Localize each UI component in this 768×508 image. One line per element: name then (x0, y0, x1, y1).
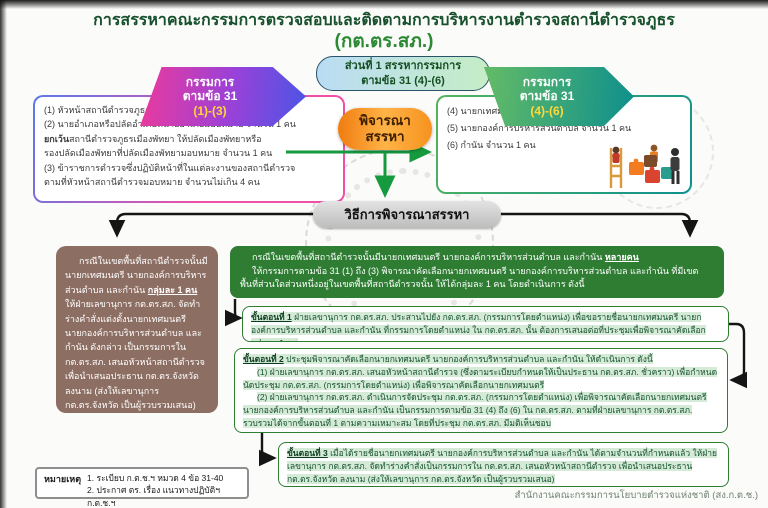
puzzle-people-illustration (609, 144, 680, 188)
step-1-box: ขั้นตอนที่ 1 ฝ่ายเลขานุการ กต.ตร.สภ. ประ… (242, 306, 729, 342)
multiple-candidate-case-box: กรณีในเขตพื้นที่สถานีตำรวจนั้นมีนายกเทศม… (230, 246, 724, 298)
step-1-body: ฝ่ายเลขานุการ กต.ตร.สภ. ประสานไปยัง กต.ต… (251, 312, 706, 335)
section-badge: ส่วนที่ 1 สรรหากรรมการ ตามข้อ 31 (4)-(6) (316, 56, 490, 91)
list-line: (3) ข้าราชการตำรวจซึ่งปฏิบัติหน้าที่ในแต… (44, 162, 296, 173)
multi-case-detail: ให้กรรมการตามข้อ 31 (1) ถึง (3) พิจารณาค… (240, 265, 699, 290)
note-lines: 1. ระเบียบ ก.ต.ช.ฯ หมวด 4 ข้อ 31-40 2. ป… (87, 472, 240, 508)
multi-case-part1: กรณีในเขตพื้นที่สถานีตำรวจนั้นมีนายกเทศม… (252, 252, 605, 262)
note-label: หมายเหตุ (44, 474, 82, 484)
step-3-highlight: ขั้นตอนที่ 3 เมื่อได้รายชื่อนายกเทศมนตรี… (287, 448, 718, 484)
note-line-2: 2. ประกาศ ตร. เรื่อง แนวทางปฏิบัติฯ ก.ต.… (87, 485, 220, 508)
step-3-label: ขั้นตอนที่ 3 (287, 448, 328, 458)
banner-line: ตามข้อ 31 (182, 89, 238, 104)
multi-case-keyword: หลายคน (604, 252, 639, 262)
method-pill: วิธีการพิจารณาสรรหา (313, 201, 501, 228)
arrow-multi-case-to-step1 (224, 299, 243, 327)
list-line: รองปลัดเมืองพัทยาที่ปลัดเมืองพัทยามอบหมา… (44, 148, 273, 159)
note-box: หมายเหตุ 1. ระเบียบ ก.ต.ช.ฯ หมวด 4 ข้อ 3… (35, 467, 249, 508)
exception-text: สถานีตำรวจภูธรเมืองพัทยา ให้ปลัดเมืองพัท… (69, 133, 262, 144)
step-3-box: ขั้นตอนที่ 3 เมื่อได้รายชื่อนายกเทศมนตรี… (278, 442, 729, 487)
photo-edge-left (0, 0, 7, 508)
step-3-text: ขั้นตอนที่ 3 เมื่อได้รายชื่อนายกเทศมนตรี… (287, 447, 720, 485)
page-subtitle: (กต.ตร.สภ.) (334, 31, 434, 52)
photo-edge-top (0, 0, 768, 9)
single-case-keyword: กลุ่มละ 1 คน (147, 284, 198, 295)
step-1-label: ขั้นตอนที่ 1 (251, 312, 292, 322)
arrow-method-to-single-case (108, 212, 315, 238)
single-case-part2: ให้ฝ่ายเลขานุการ กต.ตร.สภ. จัดทำร่างคำสั… (65, 299, 205, 410)
banner-range: (4)-(6) (530, 103, 564, 118)
step-2-highlight: ขั้นตอนที่ 2 ประชุมพิจารณาคัดเลือกนายกเท… (243, 354, 653, 364)
single-case-part1: กรณีในเขตพื้นที่สถานีตำรวจนั้นมีนายกเทศม… (65, 256, 208, 295)
step-2-sub2-text: (2) ฝ่ายเลขานุการ กต.ตร.สภ. ดำเนินการจัด… (243, 392, 707, 428)
list-line: ตามที่หัวหน้าสถานีตำรวจมอบหมาย จำนวนไม่เ… (44, 176, 260, 187)
arrow-step1-to-step2 (729, 322, 748, 389)
committee-1-3-banner: กรรมการ ตามข้อ 31 (1)-(3) (140, 67, 306, 126)
step-2-sub1-text: (1) ฝ่ายเลขานุการ กต.ตร.สภ. เสนอหัวหน้าส… (243, 366, 718, 390)
page-title: การสรรหาคณะกรรมการตรวจสอบและติดตามการบริ… (93, 12, 675, 29)
step-2-sub1: (1) ฝ่ายเลขานุการ กต.ตร.สภ. เสนอหัวหน้าส… (243, 366, 719, 392)
multi-case-intro: กรณีในเขตพื้นที่สถานีตำรวจนั้นมีนายกเทศม… (240, 251, 714, 265)
step-3-body: เมื่อได้รายชื่อนายกเทศมนตรี นายกองค์การบ… (287, 448, 718, 484)
exception-keyword: ยกเว้น (44, 133, 70, 144)
single-case-text: กรณีในเขตพื้นที่สถานีตำรวจนั้นมีนายกเทศม… (65, 254, 209, 412)
consider-select-pill: พิจารณา สรรหา (338, 108, 432, 150)
step-2-box: ขั้นตอนที่ 2 ประชุมพิจารณาคัดเลือกนายกเท… (234, 348, 728, 433)
step-1-text: ขั้นตอนที่ 1 ฝ่ายเลขานุการ กต.ตร.สภ. ประ… (251, 311, 720, 342)
list-line: ยกเว้นสถานีตำรวจภูธรเมืองพัทยา ให้ปลัดเม… (44, 132, 334, 146)
arrow-method-to-multi-case (500, 212, 699, 238)
arrow-step2-to-step3 (258, 433, 277, 467)
step-2-sub2: (2) ฝ่ายเลขานุการ กต.ตร.สภ. ดำเนินการจัด… (243, 391, 719, 429)
note-line-1: 1. ระเบียบ ก.ต.ช.ฯ หมวด 4 ข้อ 31-40 (87, 473, 224, 483)
step-1-highlight: ขั้นตอนที่ 1 ฝ่ายเลขานุการ กต.ตร.สภ. ประ… (251, 312, 706, 342)
list-line: (6) กำนัน จำนวน 1 คน (447, 140, 536, 151)
section-badge-line2: ตามข้อ 31 (4)-(6) (361, 74, 445, 87)
single-candidate-case-box: กรณีในเขตพื้นที่สถานีตำรวจนั้นมีนายกเทศม… (56, 246, 218, 413)
committee-4-6-banner: กรรมการ ตามข้อ 31 (4)-(6) (484, 67, 634, 126)
banner-line: กรรมการ (522, 74, 572, 89)
list-line: (1) หัวหน้าสถานีตำรวจภูธร (44, 105, 151, 115)
step-2-body: ประชุมพิจารณาคัดเลือกนายกเทศมนตรี นายกอง… (283, 354, 653, 364)
banner-range: (1)-(3) (193, 103, 227, 118)
consider-select-line2: สรรหา (365, 129, 405, 144)
consider-select-line1: พิจารณา (359, 113, 411, 129)
step-1-keyword: กลุ่มละ 1 คน (251, 338, 298, 342)
step-2-label: ขั้นตอนที่ 2 (243, 354, 284, 364)
list-line: (5) นายกองค์การบริหารส่วนตำบล จำนวน 1 คน (447, 123, 632, 134)
footer-credit: สำนักงานคณะกรรมการนโยบายตำรวจแห่งชาติ (ส… (514, 490, 758, 501)
banner-line: ตามข้อ 31 (519, 89, 575, 104)
banner-line: กรรมการ (185, 74, 235, 89)
step-2-text: ขั้นตอนที่ 2 ประชุมพิจารณาคัดเลือกนายกเท… (243, 353, 719, 366)
section-badge-line1: ส่วนที่ 1 สรรหากรรมการ (344, 60, 462, 73)
